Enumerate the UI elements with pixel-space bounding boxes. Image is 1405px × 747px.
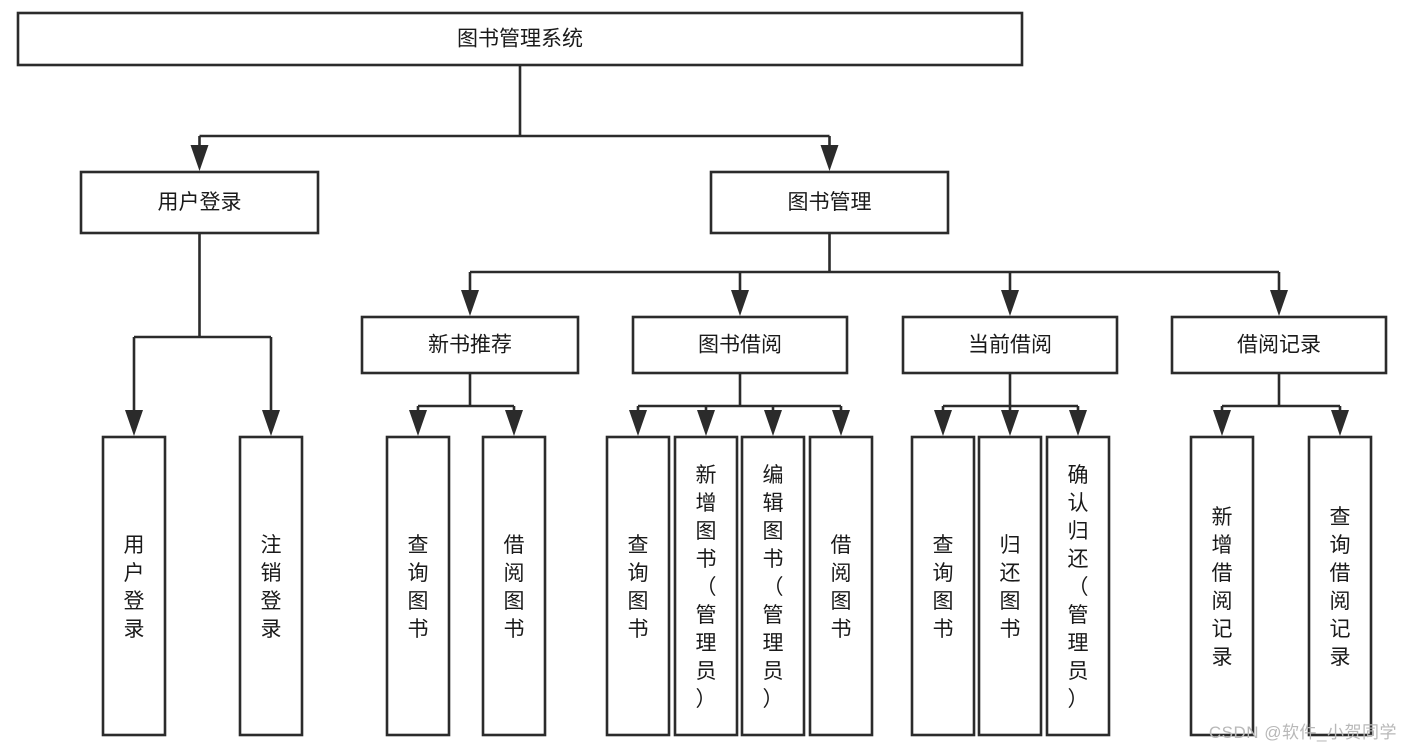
node-label-leaf-bb-query: 查询图书 xyxy=(628,534,649,641)
node-label-book-manage: 图书管理 xyxy=(788,191,872,214)
node-label-user-login: 用户登录 xyxy=(158,191,242,214)
node-current-borrow[interactable]: 当前借阅 xyxy=(901,315,1119,375)
node-leaf-cb-confirm[interactable]: 确认归还（管理员） xyxy=(1045,435,1111,737)
node-layer: 图书管理系统用户登录图书管理新书推荐图书借阅当前借阅借阅记录用户登录注销登录查询… xyxy=(16,11,1388,737)
node-label-leaf-cb-confirm: 确认归还（管理员） xyxy=(1068,464,1089,711)
node-leaf-br-query[interactable]: 查询借阅记录 xyxy=(1307,435,1373,737)
node-leaf-nb-borrow[interactable]: 借阅图书 xyxy=(481,435,547,737)
node-box-leaf-user-login xyxy=(101,435,167,737)
node-box-leaf-bb-query xyxy=(605,435,671,737)
node-label-leaf-cb-return: 归还图书 xyxy=(1000,534,1021,641)
node-box-leaf-cb-return xyxy=(977,435,1043,737)
node-label-leaf-nb-query: 查询图书 xyxy=(408,534,429,641)
node-label-leaf-cb-query: 查询图书 xyxy=(933,534,954,641)
node-leaf-user-login[interactable]: 用户登录 xyxy=(101,435,167,737)
node-book-borrow[interactable]: 图书借阅 xyxy=(631,315,849,375)
connector-group-book-borrow xyxy=(629,373,850,436)
node-label-book-borrow: 图书借阅 xyxy=(698,334,782,357)
node-leaf-bb-query[interactable]: 查询图书 xyxy=(605,435,671,737)
node-box-leaf-br-add xyxy=(1189,435,1255,737)
node-box-leaf-br-query xyxy=(1307,435,1373,737)
connector-group-user-login xyxy=(125,233,280,436)
node-label-leaf-br-add: 新增借阅记录 xyxy=(1212,506,1233,669)
node-leaf-bb-edit[interactable]: 编辑图书（管理员） xyxy=(740,435,806,737)
node-box-leaf-bb-add xyxy=(673,435,739,737)
node-label-leaf-bb-edit: 编辑图书（管理员） xyxy=(763,464,784,711)
connector-group-new-book xyxy=(409,373,523,436)
csdn-watermark: CSDN @软件_小贺同学 xyxy=(1208,723,1397,742)
connector-group-book-manage xyxy=(461,233,1288,316)
node-box-root xyxy=(16,11,1024,67)
node-leaf-bb-borrow[interactable]: 借阅图书 xyxy=(808,435,874,737)
node-label-root: 图书管理系统 xyxy=(457,28,583,51)
node-box-book-borrow xyxy=(631,315,849,375)
node-box-new-book xyxy=(360,315,580,375)
node-leaf-nb-query[interactable]: 查询图书 xyxy=(385,435,451,737)
node-label-leaf-logout: 注销登录 xyxy=(261,534,282,641)
node-leaf-logout[interactable]: 注销登录 xyxy=(238,435,304,737)
node-box-book-manage xyxy=(709,170,950,235)
node-box-leaf-cb-query xyxy=(910,435,976,737)
node-box-leaf-nb-borrow xyxy=(481,435,547,737)
connector-layer xyxy=(125,65,1349,436)
node-box-borrow-record xyxy=(1170,315,1388,375)
node-new-book[interactable]: 新书推荐 xyxy=(360,315,580,375)
node-box-leaf-cb-confirm xyxy=(1045,435,1111,737)
node-leaf-cb-return[interactable]: 归还图书 xyxy=(977,435,1043,737)
node-label-leaf-bb-add: 新增图书（管理员） xyxy=(696,464,717,711)
connector-group-current-borrow xyxy=(934,373,1087,436)
node-label-leaf-bb-borrow: 借阅图书 xyxy=(831,534,852,641)
node-box-leaf-bb-borrow xyxy=(808,435,874,737)
node-box-leaf-nb-query xyxy=(385,435,451,737)
node-label-leaf-nb-borrow: 借阅图书 xyxy=(504,534,525,641)
node-leaf-bb-add[interactable]: 新增图书（管理员） xyxy=(673,435,739,737)
node-box-user-login xyxy=(79,170,320,235)
node-label-leaf-br-query: 查询借阅记录 xyxy=(1330,506,1351,669)
connector-group-borrow-record xyxy=(1213,373,1349,436)
node-label-new-book: 新书推荐 xyxy=(428,334,512,357)
node-label-leaf-user-login: 用户登录 xyxy=(124,534,145,641)
node-box-current-borrow xyxy=(901,315,1119,375)
node-root[interactable]: 图书管理系统 xyxy=(16,11,1024,67)
node-label-current-borrow: 当前借阅 xyxy=(968,334,1052,357)
node-user-login[interactable]: 用户登录 xyxy=(79,170,320,235)
node-leaf-cb-query[interactable]: 查询图书 xyxy=(910,435,976,737)
node-box-leaf-logout xyxy=(238,435,304,737)
node-book-manage[interactable]: 图书管理 xyxy=(709,170,950,235)
node-leaf-br-add[interactable]: 新增借阅记录 xyxy=(1189,435,1255,737)
connector-group-root xyxy=(190,65,839,171)
node-box-leaf-bb-edit xyxy=(740,435,806,737)
node-label-borrow-record: 借阅记录 xyxy=(1237,334,1321,357)
node-borrow-record[interactable]: 借阅记录 xyxy=(1170,315,1388,375)
